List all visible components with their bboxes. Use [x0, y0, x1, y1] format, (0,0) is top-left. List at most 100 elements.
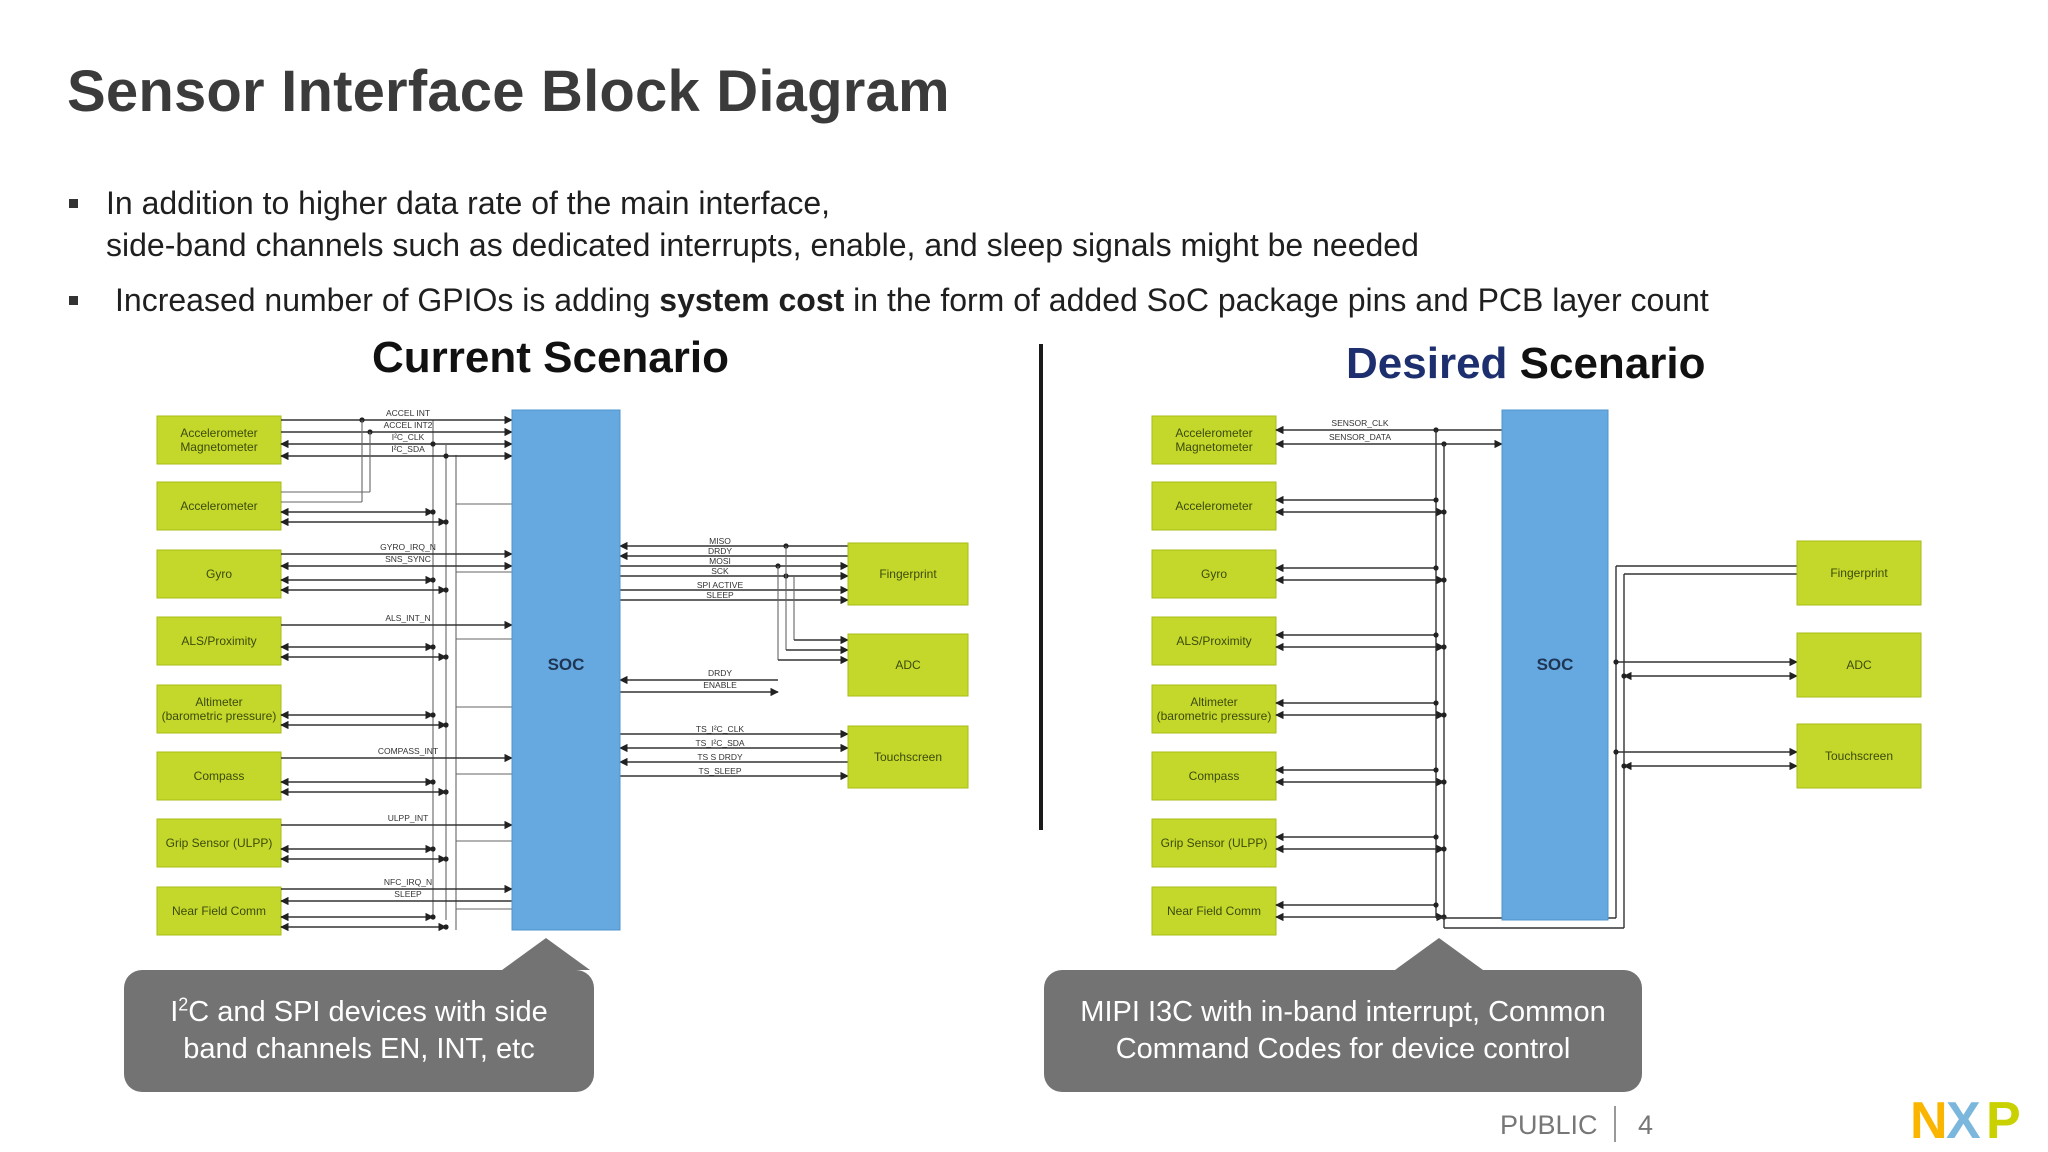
- page-number: 4: [1638, 1110, 1654, 1140]
- junction-dot: [430, 846, 436, 852]
- nxp-logo-icon: N X P: [1910, 1094, 2021, 1142]
- junction-dot: [1621, 763, 1627, 769]
- bullet-item: In addition to higher data rate of the m…: [67, 182, 1709, 266]
- current-callout-line-1: I2C and SPI devices with side: [170, 994, 548, 1028]
- junction-dot: [1441, 644, 1447, 650]
- bullet-square-icon: [69, 296, 78, 305]
- current-sensor-label: (barometric pressure): [162, 709, 277, 723]
- desired-sensor-block: [1151, 818, 1277, 868]
- current-sensor-label: Accelerometer: [180, 499, 257, 513]
- junction-dot: [1613, 659, 1619, 665]
- current-device-sensor-label: Touchscreen: [874, 750, 942, 764]
- bullet-2-pre: Increased number of GPIOs is adding: [115, 282, 660, 318]
- desired-device-sensor-label: ADC: [1846, 658, 1872, 672]
- bullet-1-line-1: In addition to higher data rate of the m…: [106, 185, 831, 221]
- junction-dot: [1441, 577, 1447, 583]
- current-sensor-block: [156, 616, 282, 666]
- junction-dot: [443, 453, 449, 459]
- desired-callout-line-2: Command Codes for device control: [1115, 1033, 1571, 1065]
- current-sensor-label: Accelerometer: [180, 426, 257, 440]
- desired-soc-label: SOC: [1537, 655, 1574, 674]
- signal-label: DRDY: [708, 546, 732, 556]
- desired-sensor-block: [1151, 549, 1277, 599]
- signal-label: SPI ACTIVE: [697, 580, 744, 590]
- junction-dot: [1441, 914, 1447, 920]
- current-soc-block: [511, 409, 621, 931]
- junction-dot: [430, 712, 436, 718]
- junction-dot: [430, 914, 436, 920]
- scenario-word: Scenario: [1507, 339, 1706, 388]
- current-callout-line-2: band channels EN, INT, etc: [183, 1033, 535, 1065]
- current-sensor-block: [156, 751, 282, 801]
- bullet-2-bold: system cost: [659, 282, 845, 318]
- junction-dot: [430, 779, 436, 785]
- svg-text:X: X: [1946, 1094, 1981, 1142]
- desired-sensor-label: ALS/Proximity: [1176, 634, 1251, 648]
- current-sensor-block: [156, 886, 282, 936]
- bullet-list: In addition to higher data rate of the m…: [67, 182, 1709, 321]
- junction-dot: [443, 587, 449, 593]
- callout-pointer: [1395, 938, 1483, 970]
- desired-sensor-block: [1151, 684, 1277, 734]
- desired-sensor-label: Grip Sensor (ULPP): [1161, 836, 1268, 850]
- signal-label: ULPP_INT: [388, 813, 429, 823]
- bullet-item: Increased number of GPIOs is adding syst…: [67, 279, 1709, 321]
- current-sensor-block: [156, 415, 282, 465]
- desired-sensor-block: [1151, 415, 1277, 465]
- signal-label: DRDY: [708, 668, 732, 678]
- footer-classification: PUBLIC: [1500, 1110, 1598, 1140]
- desired-sensor-label: Accelerometer: [1175, 426, 1252, 440]
- desired-sensor-label: Compass: [1189, 769, 1240, 783]
- signal-label: I²C_CLK: [392, 432, 425, 442]
- signal-label: ALS_INT_N: [385, 613, 430, 623]
- desired-sensor-block: [1151, 616, 1277, 666]
- desired-device-sensor-block: [1796, 540, 1922, 606]
- current-soc-label: SOC: [548, 655, 585, 674]
- current-device-sensor-label: ADC: [895, 658, 921, 672]
- junction-dot: [1621, 673, 1627, 679]
- desired-soc-block: [1501, 409, 1609, 921]
- desired-device-sensor-block: [1796, 723, 1922, 789]
- signal-label: SLEEP: [394, 889, 422, 899]
- current-scenario-diagram: AccelerometerMagnetometerAccelerometerGy…: [156, 408, 969, 936]
- current-sensor-label: Compass: [194, 769, 245, 783]
- bullet-square-icon: [69, 199, 78, 208]
- signal-label: SENSOR_CLK: [1331, 418, 1388, 428]
- signal-label: SNS_SYNC: [385, 554, 431, 564]
- current-callout: I2C and SPI devices with side band chann…: [124, 938, 594, 1092]
- junction-dot: [1441, 779, 1447, 785]
- junction-dot: [430, 577, 436, 583]
- current-sensor-label: Altimeter: [195, 695, 242, 709]
- desired-scenario-diagram: AccelerometerMagnetometerAccelerometerGy…: [1151, 409, 1922, 936]
- current-sensor-block: [156, 818, 282, 868]
- current-device-sensor-block: [847, 633, 969, 697]
- scenario-divider: [1039, 344, 1043, 830]
- junction-dot: [443, 924, 449, 930]
- signal-label: TS_SLEEP: [699, 766, 742, 776]
- callout-pointer: [502, 938, 590, 970]
- junction-dot: [430, 509, 436, 515]
- desired-sensor-label: Near Field Comm: [1167, 904, 1261, 918]
- signal-label: MISO: [709, 536, 731, 546]
- signal-label: COMPASS_INT: [378, 746, 438, 756]
- desired-callout-line-1: MIPI I3C with in-band interrupt, Common: [1080, 996, 1606, 1028]
- junction-dot: [1441, 846, 1447, 852]
- signal-label: I²C_SDA: [391, 444, 425, 454]
- junction-dot: [1433, 834, 1439, 840]
- desired-device-sensor-label: Fingerprint: [1830, 566, 1888, 580]
- current-sensor-block: [156, 481, 282, 531]
- junction-dot: [443, 722, 449, 728]
- junction-dot: [443, 519, 449, 525]
- signal-label: TS S DRDY: [697, 752, 743, 762]
- bullet-2-post: in the form of added SoC package pins an…: [844, 282, 1709, 318]
- current-scenario-heading: Current Scenario: [372, 333, 729, 382]
- junction-dot: [443, 856, 449, 862]
- desired-sensor-block: [1151, 481, 1277, 531]
- footer-separator: [1614, 1106, 1616, 1142]
- signal-label: SENSOR_DATA: [1329, 432, 1391, 442]
- signal-label: TS_I²C_SDA: [695, 738, 744, 748]
- signal-label: NFC_IRQ_N: [384, 877, 432, 887]
- junction-dot: [1433, 565, 1439, 571]
- desired-device-sensor-block: [1796, 632, 1922, 698]
- desired-callout: MIPI I3C with in-band interrupt, Common …: [1044, 938, 1642, 1092]
